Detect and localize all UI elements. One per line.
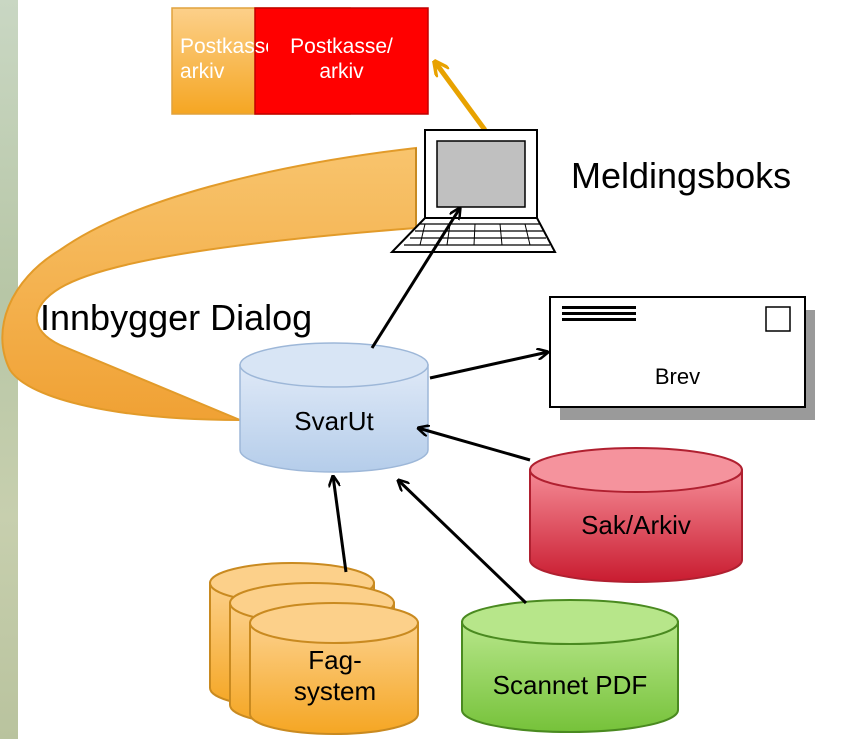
arrow-scan-to-svarut xyxy=(398,480,528,605)
fagsystem-line2: system xyxy=(293,676,377,707)
postkasse-front-line2: arkiv xyxy=(319,60,364,84)
dialog-ring xyxy=(1,146,417,421)
sak-arkiv-cylinder xyxy=(529,447,743,583)
fagsystem-cylinders xyxy=(209,562,419,735)
scannet-pdf-cylinder xyxy=(461,599,679,733)
arrow-fag-to-svarut xyxy=(333,476,348,573)
svarut-label: SvarUt xyxy=(294,406,374,436)
arrow-svarut-to-brev xyxy=(429,352,548,380)
postkasse-front-box xyxy=(254,7,429,115)
meldingsboks-label: Meldingsboks xyxy=(571,155,792,196)
postkasse-front-line1: Postkasse/ xyxy=(290,35,393,58)
fagsystem-label: Fag- system xyxy=(252,645,418,707)
arrow-sak-to-svarut xyxy=(418,428,531,462)
sak-arkiv-label: Sak/Arkiv xyxy=(581,510,691,540)
laptop-icon xyxy=(389,129,557,253)
innbygger-dialog-title: Innbygger Dialog xyxy=(40,297,313,338)
svarut-cylinder xyxy=(239,342,429,473)
postkasse-back-label: Postkasse/ arkiv xyxy=(180,35,268,84)
postkasse-front-label: Postkasse/ arkiv xyxy=(255,34,428,84)
brev-envelope xyxy=(549,296,815,420)
arrow-svarut-to-laptop xyxy=(370,208,460,349)
fagsystem-line1: Fag- xyxy=(308,645,362,675)
scannet-pdf-label: Scannet PDF xyxy=(492,670,648,700)
arrow-laptop-to-postkasse xyxy=(435,62,488,132)
brev-label: Brev xyxy=(654,364,701,389)
